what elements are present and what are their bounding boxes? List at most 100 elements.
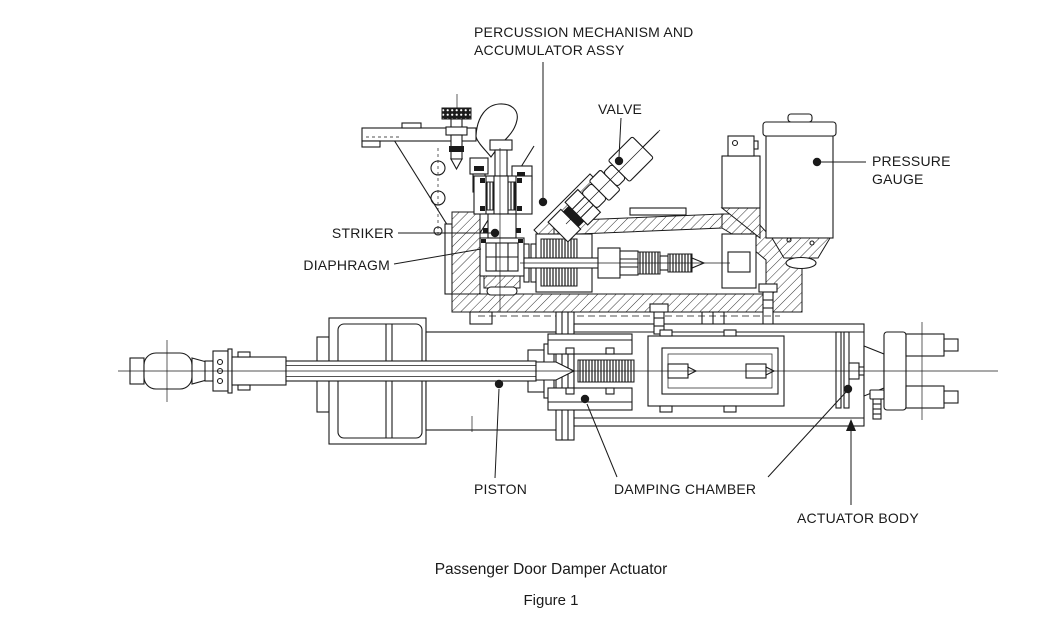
valve-leader-dot xyxy=(614,156,624,166)
nut-pin-hole xyxy=(216,358,224,366)
actuator-body-callout: ACTUATOR BODY xyxy=(797,419,919,526)
knurled-knob xyxy=(441,107,472,120)
percussion-label-line1: PERCUSSION MECHANISM AND xyxy=(474,24,694,40)
housing-tab xyxy=(723,329,737,337)
gauge-pedestal-section xyxy=(771,237,831,259)
diaphragm-label: DIAPHRAGM xyxy=(303,257,390,273)
percussion-label-line2: ACCUMULATOR ASSY xyxy=(474,42,625,58)
coupling-key xyxy=(237,384,251,391)
damping-chamber-leader-line-left xyxy=(586,403,618,478)
piston-callout: PISTON xyxy=(474,379,527,497)
accumulator-spring-upper xyxy=(540,238,578,259)
seal xyxy=(517,206,522,211)
housing-left-shell xyxy=(444,223,453,295)
terminal-hole xyxy=(731,139,739,147)
bracket-hole xyxy=(433,226,443,236)
knob-seal-band xyxy=(449,146,464,152)
damping-chamber-label: DAMPING CHAMBER xyxy=(614,481,756,497)
bracket-boss xyxy=(401,122,422,129)
rod-gland-upper xyxy=(527,349,545,363)
diaphragm-assembly xyxy=(479,237,525,296)
seal xyxy=(480,178,485,183)
terminal-tab xyxy=(753,140,759,150)
accumulator-spring-lower xyxy=(540,267,578,287)
pressure-gauge-label-line1: PRESSURE xyxy=(872,153,951,169)
clevis-stub-lower xyxy=(943,390,959,404)
sleeve-detail xyxy=(565,347,575,355)
sleeve-detail xyxy=(565,387,575,395)
seal xyxy=(483,228,488,233)
piston-leader-line xyxy=(494,388,500,479)
percussion-leader-dot xyxy=(538,197,548,207)
seal xyxy=(517,178,522,183)
pressure-gauge-leader-dot xyxy=(812,157,822,167)
diaphragm-leader-line xyxy=(393,248,482,265)
pressure-gauge-assembly xyxy=(720,113,837,270)
damping-chamber-leader-dot-left xyxy=(580,394,590,404)
actuator-body-label: ACTUATOR BODY xyxy=(797,510,919,526)
diaphragm-retainer-section xyxy=(483,275,521,289)
coupling-key xyxy=(237,351,251,358)
damping-chamber-callout: DAMPING CHAMBER xyxy=(580,384,853,497)
striker-callout: STRIKER xyxy=(332,225,500,241)
housing-top-tab xyxy=(629,207,687,216)
seal xyxy=(518,239,523,243)
top-assembly xyxy=(361,94,837,333)
bracket-step xyxy=(361,140,381,148)
percussion-spring xyxy=(507,181,516,211)
valve-axis-centerline xyxy=(565,129,661,225)
striker-leader-dot xyxy=(490,228,500,238)
striker-pin xyxy=(493,175,509,215)
housing-bottom-wall-section xyxy=(451,293,789,313)
nut-pin-hole xyxy=(216,377,224,385)
mounting-stud-head xyxy=(758,283,778,293)
striker-label: STRIKER xyxy=(332,225,394,241)
piston-leader-dot xyxy=(494,379,504,389)
rod-gland-lower xyxy=(527,379,545,393)
firing-pin-cap xyxy=(489,139,513,151)
caption: Passenger Door Damper Actuator Figure 1 xyxy=(435,561,668,609)
valve-label: VALVE xyxy=(598,101,642,117)
damping-chamber-leader-dot-right xyxy=(843,384,853,394)
knob-flange xyxy=(445,126,468,136)
housing-walls xyxy=(444,173,803,333)
chamber-sleeve-upper xyxy=(547,333,633,355)
bracket-hole xyxy=(430,160,446,176)
hex-facet-line xyxy=(580,204,594,219)
seal xyxy=(481,239,486,243)
actuator-body-leader-arrow xyxy=(846,419,856,431)
percussion-mechanism xyxy=(469,139,533,239)
chamber-end-cap-detail xyxy=(727,251,751,273)
housing-tab xyxy=(723,405,737,413)
seal xyxy=(480,206,485,211)
main-actuator xyxy=(129,303,959,445)
clevis-lug-lower xyxy=(905,385,945,409)
piston-label: PISTON xyxy=(474,481,527,497)
gauge-top-boss xyxy=(787,113,813,123)
chamber-end-plate xyxy=(835,331,842,409)
knob-screw-tip xyxy=(450,158,463,171)
callouts: PERCUSSION MECHANISM AND ACCUMULATOR ASS… xyxy=(303,24,950,526)
fitting-hole xyxy=(786,237,792,243)
valve-callout: VALVE xyxy=(598,101,642,166)
sleeve-detail xyxy=(605,347,615,355)
housing-foot xyxy=(469,311,493,325)
diaphragm-callout: DIAPHRAGM xyxy=(303,248,482,273)
gauge-terminal-box xyxy=(727,135,755,157)
release-lever-handle xyxy=(475,103,518,158)
pressure-gauge-body xyxy=(765,135,834,239)
damping-chamber-leader-line-right xyxy=(767,391,847,478)
clevis-lug-upper xyxy=(905,333,945,357)
valve-leader-line xyxy=(618,117,622,158)
seal-block xyxy=(517,172,525,177)
mounting-bracket xyxy=(361,103,535,267)
seal xyxy=(516,228,521,233)
clevis-stub-upper xyxy=(943,338,959,352)
pressure-gauge-label-line2: GAUGE xyxy=(872,171,924,187)
percussion-callout: PERCUSSION MECHANISM AND ACCUMULATOR ASS… xyxy=(474,24,694,207)
hex-facet-line xyxy=(571,196,586,210)
gauge-top-cap xyxy=(762,121,837,137)
bleed-bolt-head xyxy=(869,389,885,400)
